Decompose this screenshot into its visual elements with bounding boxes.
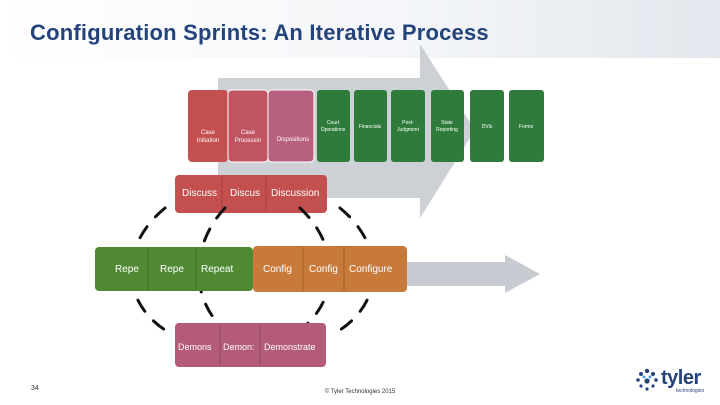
card-forms: Forms (509, 90, 544, 162)
card-post-judgment: Post- Judgment (391, 90, 425, 162)
card-label: Dispositions (277, 137, 309, 143)
configure-label: Config (263, 264, 292, 275)
card-label: Financials (359, 124, 382, 130)
card-dispositions: Dispositions (267, 89, 315, 163)
card-court-operations: Court Operations (317, 90, 350, 162)
discuss-label: Discuss (182, 188, 217, 199)
demonstrate-label: Demons (178, 342, 212, 352)
card-case-processing: Case Processin (227, 89, 269, 163)
card-case-initiation: Case Initiation (188, 90, 228, 162)
logo-subtitle: technologies (676, 388, 705, 394)
card-label: Post- (402, 120, 414, 126)
card-label: Court (327, 120, 340, 126)
logo-mark-icon (636, 368, 658, 391)
card-label: DVIs (482, 124, 493, 130)
demonstrate-label: Demon: (223, 342, 255, 352)
repeat-label: Repeat (201, 264, 233, 275)
page-number: 34 (31, 385, 39, 392)
copyright: © Tyler Technologies 2015 (324, 389, 396, 395)
repeat-label: Repe (115, 264, 139, 275)
card-label: Initiation (197, 138, 219, 144)
card-label: Case (201, 130, 216, 136)
configure-label: Config (309, 264, 338, 275)
card-label: Reporting (436, 127, 458, 133)
card-label: Judgment (397, 127, 420, 133)
card-financials: Financials (354, 90, 387, 162)
slide-title: Configuration Sprints: An Iterative Proc… (30, 20, 489, 45)
configure-band: Config Config Configure (253, 246, 407, 292)
card-label: Operations (321, 127, 346, 133)
discuss-label: Discus (230, 188, 260, 199)
title-band (0, 0, 720, 58)
card-state-reporting: State Reporting (431, 90, 464, 162)
card-label: State (441, 120, 453, 126)
card-label: Case (241, 130, 256, 136)
demonstrate-label: Demonstrate (264, 342, 316, 352)
timeline-arrow (405, 255, 540, 293)
card-dvis: DVIs (470, 90, 504, 162)
discuss-band: Discuss Discus Discussion (175, 175, 327, 213)
demonstrate-band: Demons Demon: Demonstrate (175, 323, 326, 367)
repeat-label: Repe (160, 264, 184, 275)
card-label: Processin (235, 138, 261, 144)
configure-label: Configure (349, 264, 393, 275)
repeat-band: Repe Repe Repeat (95, 247, 253, 291)
logo-word: tyler (661, 367, 701, 389)
discuss-label: Discussion (271, 188, 319, 199)
tyler-logo: tyler technologies (634, 366, 714, 396)
card-label: Forms (519, 124, 534, 130)
